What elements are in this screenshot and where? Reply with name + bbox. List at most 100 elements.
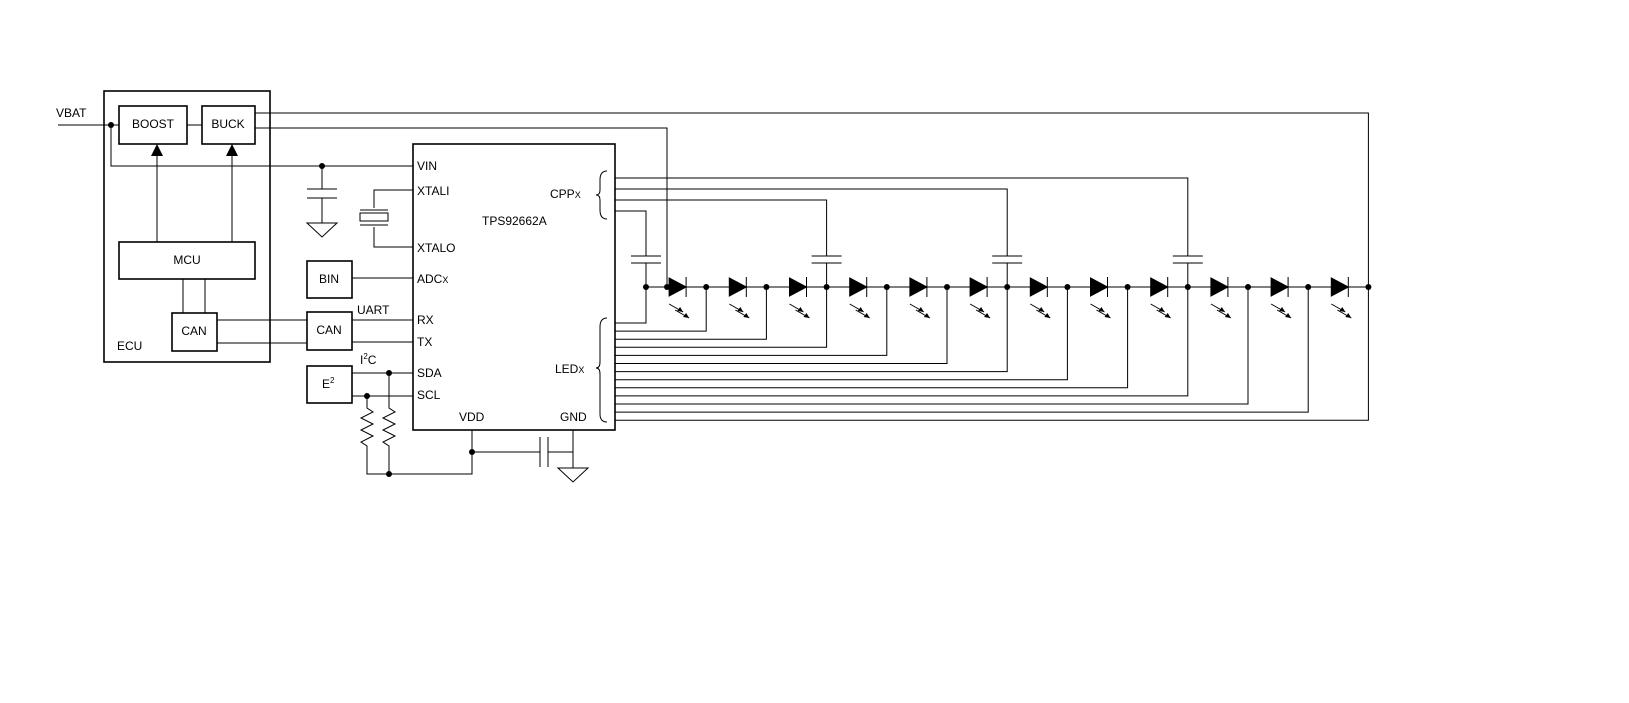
- eeprom-label: E2: [322, 376, 335, 391]
- vin-bypass-capacitor: [305, 166, 339, 238]
- led-pin-line: [615, 287, 707, 332]
- light-arrow-head: [1285, 313, 1292, 318]
- ic-part-number: TPS92662A: [482, 214, 547, 228]
- cpp-brace: [595, 170, 608, 220]
- boost-output-line: [255, 112, 1369, 287]
- buck-control-arrow: [226, 144, 238, 156]
- led-diode-icon: [1330, 277, 1350, 297]
- vdd-capacitor: [469, 430, 590, 483]
- light-arrow-head: [978, 307, 985, 312]
- cpp-line: [615, 188, 1008, 256]
- light-arrow-head: [923, 313, 930, 318]
- led-diode-icon: [1270, 277, 1290, 297]
- ecu-can-label: CAN: [181, 324, 206, 338]
- light-arrow-head: [803, 313, 810, 318]
- uart-label: UART: [357, 303, 390, 317]
- light-arrow-head: [1164, 313, 1171, 318]
- light-arrow-head: [863, 313, 870, 318]
- light-arrow-head: [984, 313, 991, 318]
- light-arrow-head: [743, 313, 750, 318]
- pin-adc: ADCX: [417, 272, 448, 286]
- led-diode-icon: [1150, 277, 1169, 297]
- light-arrow-head: [1279, 307, 1286, 312]
- led-pin-line: [615, 287, 828, 348]
- light-arrow-head: [1104, 313, 1111, 318]
- led-pin-line: [615, 287, 1189, 397]
- led-pin-line: [615, 287, 888, 356]
- buck-output-line: [255, 127, 668, 287]
- light-arrow-head: [1218, 307, 1225, 312]
- can-transceiver-box: [306, 311, 353, 351]
- cpp-line: [615, 199, 828, 256]
- ecu-label: ECU: [117, 339, 142, 353]
- led-pin-line: [615, 287, 647, 324]
- pin-tx: TX: [417, 335, 432, 349]
- light-arrow-head: [1038, 307, 1045, 312]
- pin-xtalo: XTALO: [417, 241, 455, 255]
- led-pin-line: [615, 287, 948, 364]
- tps92662a-ic: TPS92662A VIN XTALI XTALO ADCX RX TX SDA…: [412, 143, 616, 431]
- i2c-pullup-resistors: [359, 373, 473, 477]
- led-string-network: [255, 112, 1372, 421]
- eeprom-box: [306, 365, 353, 404]
- mcu-label: MCU: [173, 253, 200, 267]
- light-arrow-head: [1224, 313, 1231, 318]
- light-arrow-head: [1098, 307, 1105, 312]
- pin-gnd: GND: [560, 410, 587, 424]
- pin-vin: VIN: [417, 159, 437, 173]
- led-pin-line: [615, 287, 767, 340]
- led-diode-icon: [909, 277, 928, 297]
- pin-rx: RX: [417, 313, 434, 327]
- led-pin-line: [615, 287, 1309, 413]
- i2c-label: I2C: [360, 352, 377, 367]
- light-arrow-head: [917, 307, 924, 312]
- pin-vdd: VDD: [459, 410, 485, 424]
- ecu-can-box: [171, 312, 218, 352]
- boost-label: BOOST: [132, 117, 175, 131]
- led-pin-line: [615, 287, 1008, 373]
- pin-sda: SDA: [417, 366, 442, 380]
- buck-converter-box: [201, 105, 256, 145]
- light-arrow-head: [1158, 307, 1165, 312]
- cpp-line: [615, 210, 647, 256]
- light-arrow-head: [797, 307, 804, 312]
- led-diode-icon: [1090, 277, 1109, 297]
- vin-wire: [110, 125, 413, 167]
- pin-scl: SCL: [417, 388, 441, 402]
- pin-xtali: XTALI: [417, 184, 449, 198]
- light-arrow-head: [857, 307, 864, 312]
- led-pin-line: [615, 287, 1068, 381]
- ic-body: [412, 143, 616, 431]
- led-brace: [595, 317, 608, 423]
- vbat-label: VBAT: [56, 106, 87, 120]
- pin-led: LEDX: [555, 362, 584, 376]
- led-diode-icon: [789, 277, 808, 297]
- led-pin-line: [615, 287, 1369, 421]
- vin-ground-icon: [305, 222, 339, 238]
- gnd-ground-icon: [556, 467, 590, 483]
- led-diode-icon: [668, 277, 688, 297]
- led-pin-line: [615, 287, 1129, 389]
- boost-control-arrow: [151, 144, 163, 156]
- light-arrow-head: [1339, 307, 1346, 312]
- light-arrow-head: [677, 307, 684, 312]
- mcu-box: [118, 241, 256, 280]
- led-diode-icon: [1210, 277, 1229, 297]
- led-diode-icon: [1029, 277, 1049, 297]
- led-diode-icon: [969, 277, 989, 297]
- light-arrow-head: [1345, 313, 1352, 318]
- pin-cpp: CPPX: [550, 187, 581, 201]
- led-diode-icon: [728, 277, 748, 297]
- ecu-block: ECU BOOST BUCK MCU CAN: [103, 90, 271, 363]
- cpp-line: [615, 177, 1189, 256]
- bin-label: BIN: [319, 272, 339, 286]
- crystal-oscillator: [359, 189, 413, 248]
- led-pin-line: [615, 287, 1249, 405]
- light-arrow-head: [737, 307, 744, 312]
- bin-resistor-box: [306, 260, 353, 299]
- light-arrow-head: [683, 313, 690, 318]
- light-arrow-head: [1044, 313, 1051, 318]
- boost-converter-box: [118, 105, 188, 145]
- buck-label: BUCK: [211, 117, 244, 131]
